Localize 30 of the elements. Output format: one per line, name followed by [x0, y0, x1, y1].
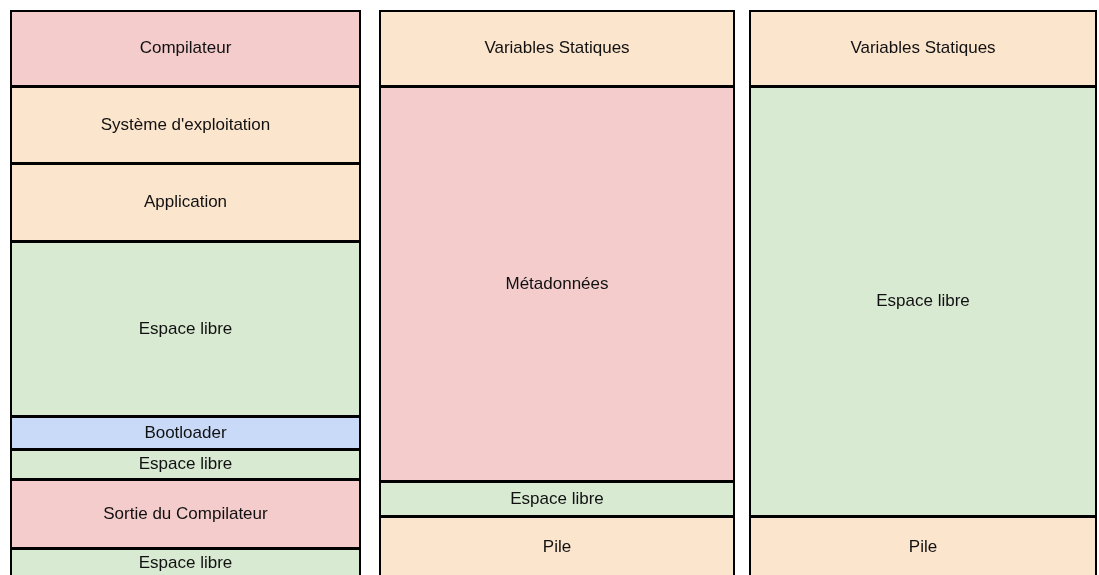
memory-block	[10, 10, 361, 87]
block-label: Compilateur	[139, 39, 232, 58]
memory-block	[749, 86, 1097, 517]
block-label: Espace libre	[510, 489, 604, 509]
memory-block	[10, 479, 361, 549]
block-label: Pile	[542, 537, 572, 557]
memory-block	[10, 163, 361, 242]
block-label: Espace libre	[138, 455, 233, 474]
memory-block	[379, 86, 735, 482]
block-label: Espace libre	[138, 553, 233, 573]
block-label: Bootloader	[144, 423, 227, 443]
block-label: Application	[143, 193, 228, 212]
memory-block	[10, 416, 361, 450]
block-label: Métadonnées	[505, 274, 609, 294]
block-label: Sortie du Compilateur	[103, 504, 268, 524]
block-label: Pile	[908, 537, 938, 557]
memory-block	[10, 86, 361, 164]
memory-block	[379, 481, 735, 517]
memory-block	[10, 548, 361, 575]
memory-block	[379, 10, 735, 87]
memory-block	[749, 10, 1097, 87]
block-label: Système d'exploitation	[100, 115, 271, 135]
memory-block	[379, 516, 735, 575]
memory-block	[10, 241, 361, 417]
block-label: Variables Statiques	[850, 39, 996, 58]
block-label: Espace libre	[876, 292, 970, 311]
memory-block	[749, 516, 1097, 575]
block-label: Espace libre	[138, 319, 233, 339]
block-label: Variables Statiques	[484, 39, 630, 58]
memory-block	[10, 449, 361, 480]
